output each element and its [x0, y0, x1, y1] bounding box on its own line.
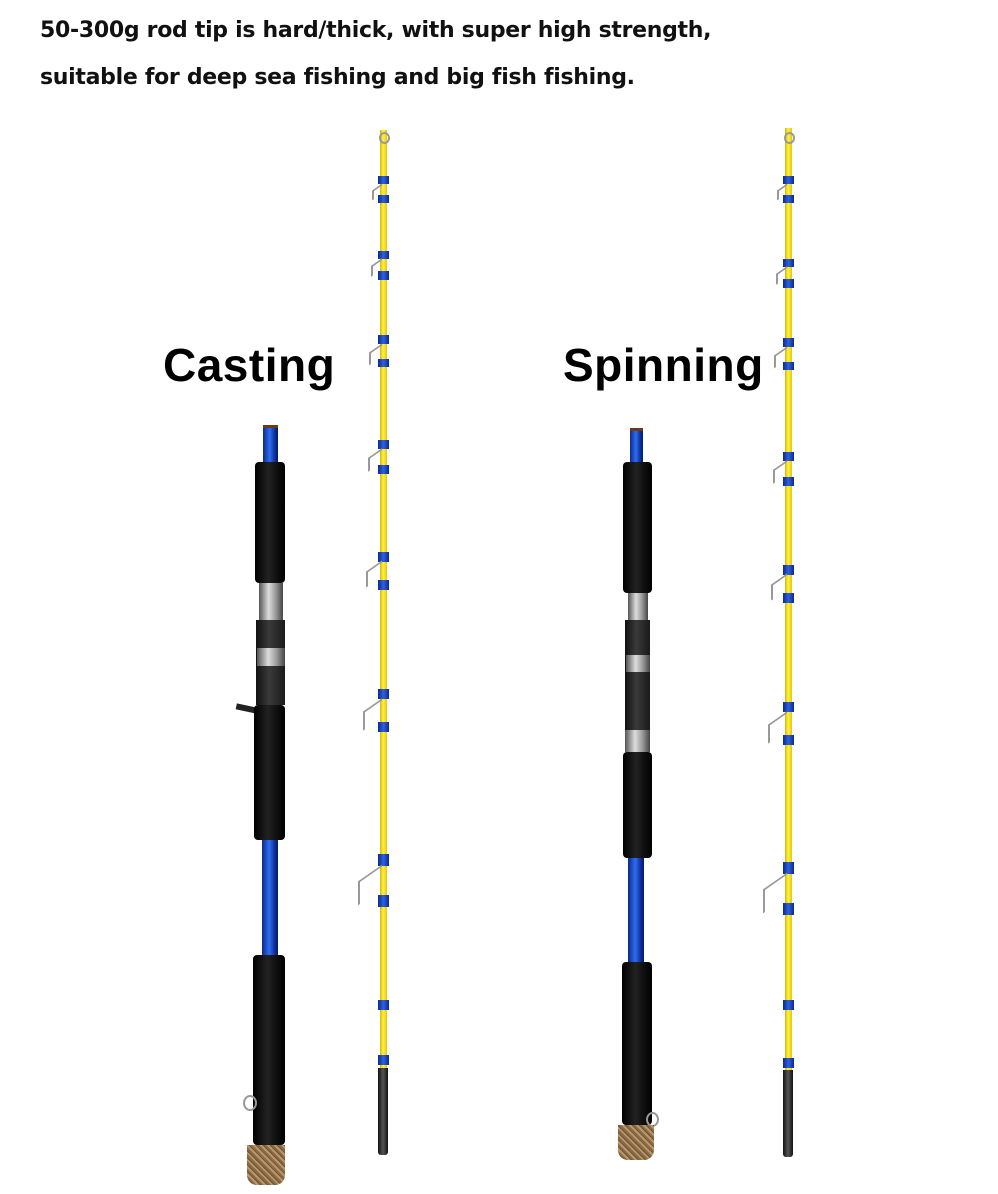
guide-wrap — [783, 338, 794, 347]
rod-ferrule — [783, 1070, 793, 1157]
guide-wrap — [783, 477, 794, 487]
locking-ring — [257, 648, 285, 666]
guide-wrap — [783, 176, 794, 184]
deco-wrap — [378, 1000, 389, 1010]
handle-blank — [262, 840, 278, 955]
guide-wrap — [378, 176, 389, 184]
handle-tip — [263, 425, 278, 466]
deco-wrap — [783, 1000, 794, 1010]
guide-wrap — [378, 722, 389, 733]
guide-wrap — [783, 279, 794, 288]
butt-grip — [253, 955, 285, 1145]
cork-butt — [618, 1125, 654, 1160]
guide-wrap — [378, 194, 389, 203]
rod-blank — [380, 130, 387, 1075]
hook-keeper — [243, 1095, 257, 1111]
guide-wrap — [378, 251, 389, 260]
guide-wrap — [783, 565, 794, 575]
rear-grip — [623, 752, 652, 858]
handle-tip — [630, 428, 643, 466]
deco-wrap — [783, 1058, 794, 1068]
fore-grip — [623, 462, 652, 593]
guide-wrap — [378, 465, 389, 475]
guide-wrap — [378, 854, 389, 866]
guide-wrap — [378, 895, 389, 907]
guide-wrap — [378, 440, 389, 449]
locking-ring — [626, 655, 650, 672]
deco-wrap — [378, 1055, 389, 1065]
guide-wrap — [783, 593, 794, 603]
guide-wrap — [378, 335, 389, 344]
spinning-label: Spinning — [563, 339, 764, 391]
reel-seat-hood — [628, 593, 648, 620]
rear-grip — [254, 705, 285, 840]
fore-grip — [255, 462, 285, 583]
butt-grip — [622, 962, 652, 1125]
guide-wrap — [378, 358, 389, 368]
guide-wrap — [783, 735, 794, 746]
reel-seat — [625, 620, 650, 730]
guide-wrap — [783, 862, 794, 874]
tip-top-guide-icon — [379, 132, 390, 144]
guide-wrap — [783, 259, 794, 268]
guide-wrap — [378, 552, 389, 562]
lower-hood — [625, 730, 650, 752]
guide-wrap — [783, 361, 794, 371]
handle-blank — [628, 858, 644, 962]
tip-top-guide-icon — [784, 132, 795, 144]
description-line-1: 50-300g rod tip is hard/thick, with supe… — [40, 18, 712, 43]
guide-wrap — [783, 702, 794, 713]
rod-ferrule — [378, 1068, 388, 1155]
guide-wrap — [783, 452, 794, 461]
guide-wrap — [378, 689, 389, 700]
guide-wrap — [783, 903, 794, 915]
casting-label: Casting — [163, 339, 336, 391]
guide-wrap — [783, 194, 794, 203]
reel-seat-hood — [259, 583, 283, 620]
guide-wrap — [378, 580, 389, 590]
cork-butt — [247, 1145, 285, 1185]
guide-wrap — [378, 271, 389, 280]
description-line-2: suitable for deep sea fishing and big fi… — [40, 65, 635, 90]
